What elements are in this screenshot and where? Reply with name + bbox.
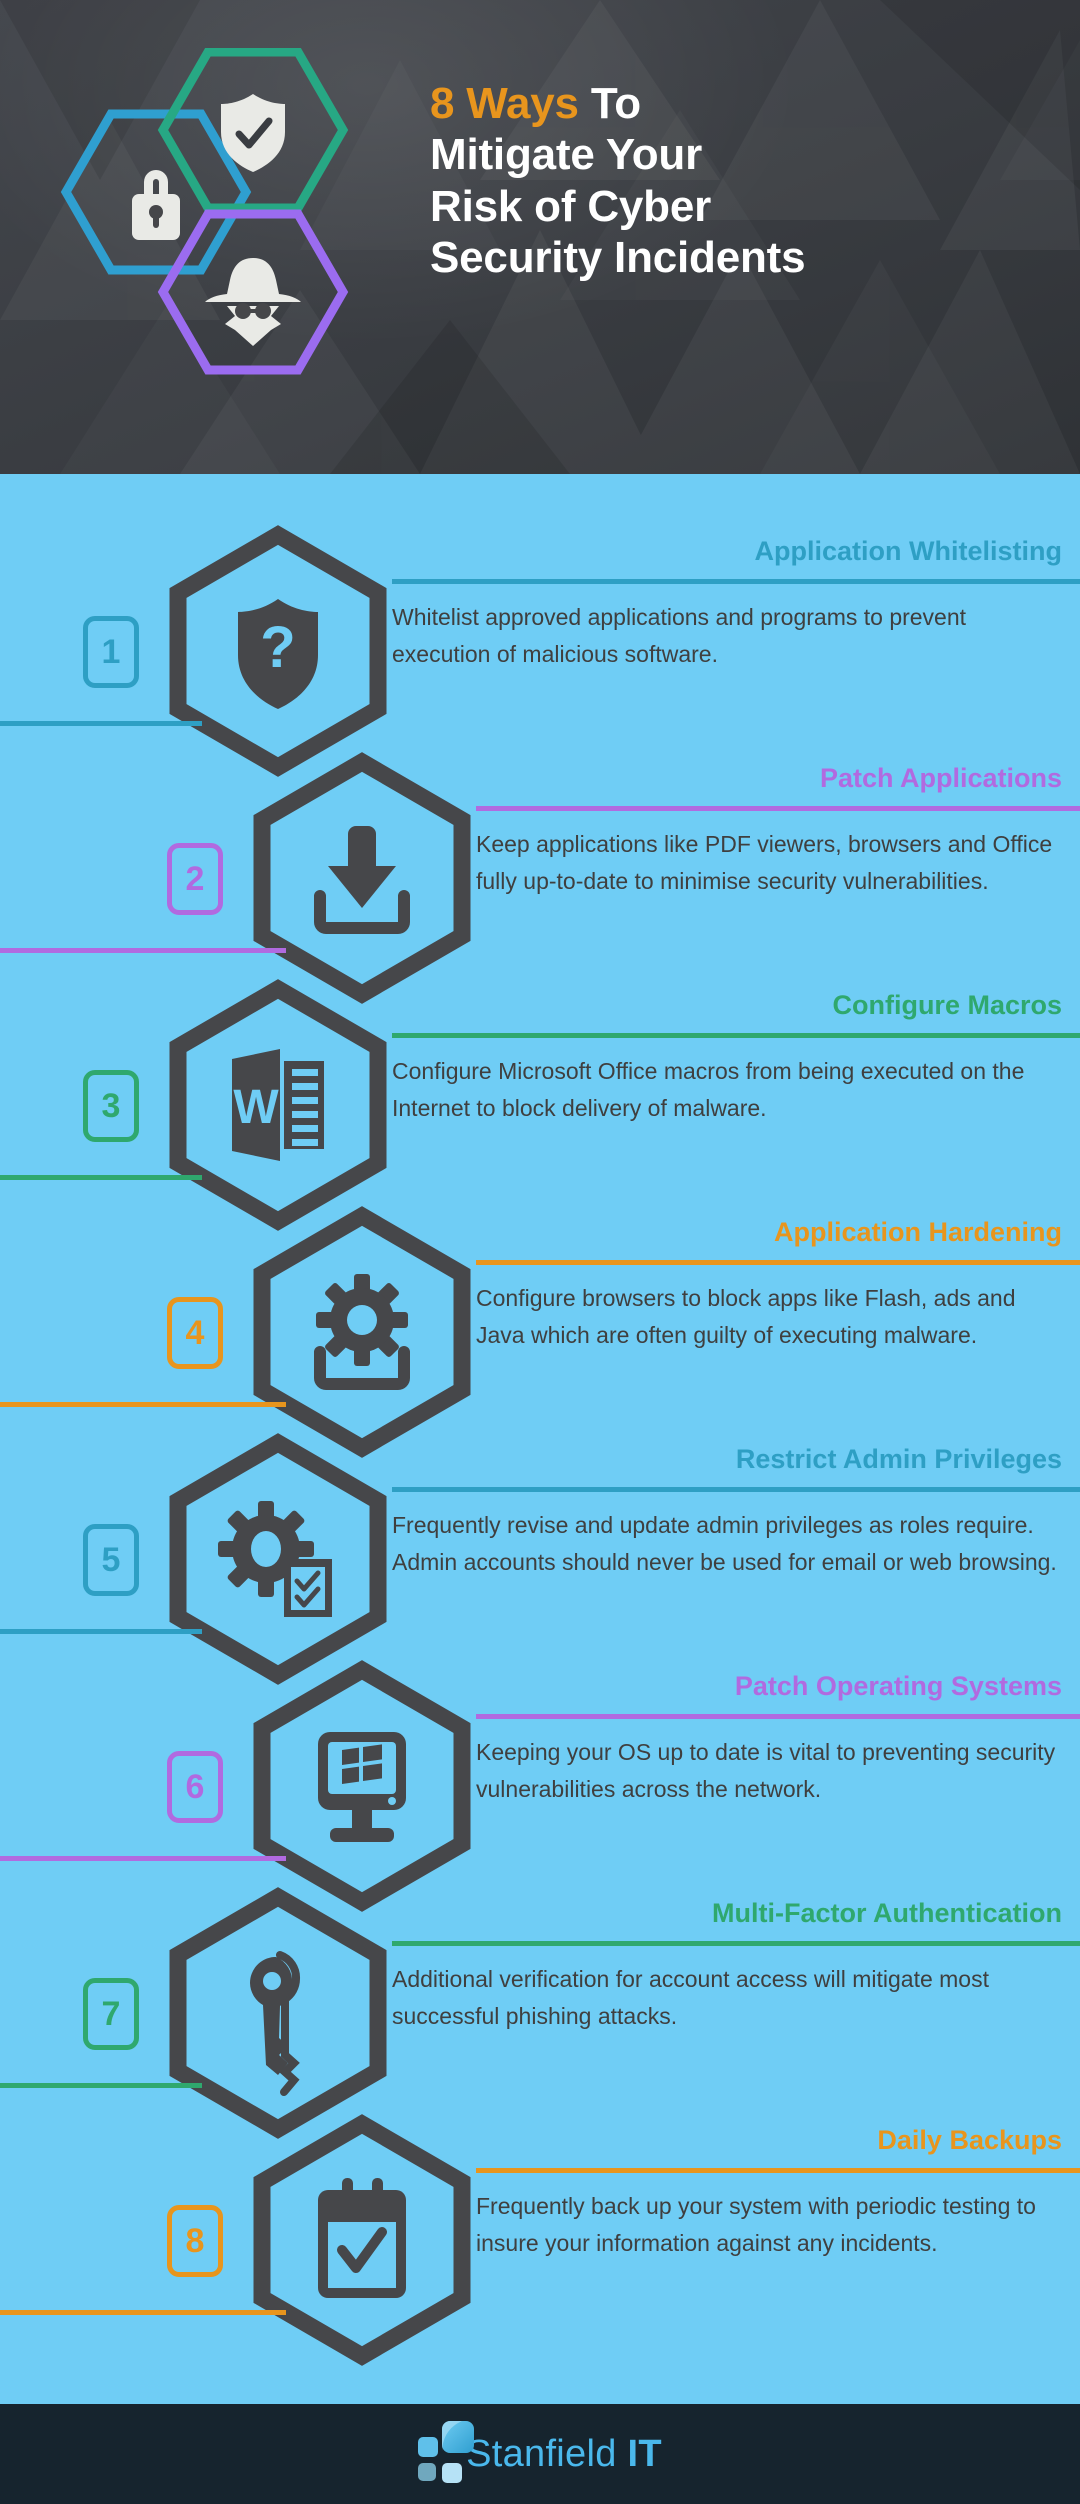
step-heading-underline xyxy=(392,579,1080,584)
step-hexagon xyxy=(253,1206,471,1458)
gear-download-icon xyxy=(314,1274,410,1390)
step-heading: Configure Macros xyxy=(832,990,1062,1020)
step-number-badge: 2 xyxy=(167,843,223,915)
hexagon-spy xyxy=(157,209,349,375)
hexagon-chain: ? W xyxy=(169,525,471,2366)
stanfield-logo-icon xyxy=(418,2421,475,2483)
step-number-badge: 5 xyxy=(83,1524,139,1596)
step-left-rule xyxy=(0,1402,286,1407)
shield-check-icon xyxy=(221,94,285,172)
step-left-rule xyxy=(0,2310,286,2315)
title-line-2: Mitigate Your xyxy=(430,130,703,180)
step-heading: Application Whitelisting xyxy=(754,536,1062,566)
title-rest: To xyxy=(578,79,641,128)
keys-icon xyxy=(249,1951,301,2096)
step-heading: Multi-Factor Authentication xyxy=(712,1898,1062,1928)
step-heading: Application Hardening xyxy=(773,1217,1062,1247)
step-left-rule xyxy=(0,948,286,953)
download-icon xyxy=(314,826,410,934)
shield-question-icon: ? xyxy=(238,599,318,709)
step-description: Frequently back up your system with peri… xyxy=(476,2193,1036,2257)
footer-bar: Stanfield IT xyxy=(0,2404,1080,2504)
brand-name-text: Stanfield xyxy=(466,2432,617,2475)
step-hexagon xyxy=(253,752,471,1004)
windows-monitor-icon xyxy=(318,1732,406,1842)
page-title: 8 Ways To Mitigate Your Risk of Cyber Se… xyxy=(430,78,1050,284)
step-number-badge: 1 xyxy=(83,616,139,688)
step-description: Keep applications like PDF viewers, brow… xyxy=(476,831,1053,895)
hexagon-shield xyxy=(157,48,349,213)
step-description: Whitelist approved applications and prog… xyxy=(392,604,967,668)
step-hexagon: W xyxy=(169,979,387,1231)
step-number-badge: 4 xyxy=(167,1297,223,1369)
step-heading-underline xyxy=(476,1714,1080,1719)
step-hexagon: ? xyxy=(169,525,387,777)
step-description: Configure browsers to block apps like Fl… xyxy=(476,1285,1016,1349)
step-number-badge: 3 xyxy=(83,1070,139,1142)
calendar-check-icon xyxy=(318,2178,406,2298)
step-heading-underline xyxy=(392,1941,1080,1946)
brand-suffix-text: IT xyxy=(627,2432,662,2475)
step-left-rule xyxy=(0,1629,202,1634)
title-accent: 8 Ways xyxy=(430,79,579,128)
hexagon-lock xyxy=(60,109,252,275)
lock-icon xyxy=(132,170,180,240)
step-left-rule xyxy=(0,1856,286,1861)
brand-logo[interactable]: Stanfield IT xyxy=(418,2417,662,2491)
step-description: Additional verification for account acce… xyxy=(392,1966,989,2030)
step-heading: Patch Operating Systems xyxy=(734,1671,1062,1701)
step-hexagon xyxy=(169,1433,387,1685)
header-banner: 8 Ways To Mitigate Your Risk of Cyber Se… xyxy=(0,0,1080,474)
header-hexagon-cluster xyxy=(60,48,390,388)
step-hexagon xyxy=(253,1660,471,1912)
svg-text:W: W xyxy=(233,1081,279,1134)
step-description: Configure Microsoft Office macros from b… xyxy=(392,1058,1025,1122)
step-heading-underline xyxy=(392,1033,1080,1038)
steps-section: ? W xyxy=(0,474,1080,2404)
step-description: Keeping your OS up to date is vital to p… xyxy=(476,1739,1056,1803)
step-heading: Patch Applications xyxy=(819,763,1062,793)
step-hexagon xyxy=(253,2114,471,2366)
step-number-badge: 7 xyxy=(83,1978,139,2050)
title-line-3: Risk of Cyber xyxy=(430,181,712,231)
step-hexagon xyxy=(169,1887,387,2139)
step-heading-underline xyxy=(476,1260,1080,1265)
step-number-badge: 8 xyxy=(167,2205,223,2277)
title-line-4: Security Incidents xyxy=(430,233,806,283)
step-heading-underline xyxy=(476,2168,1080,2173)
step-left-rule xyxy=(0,1175,202,1180)
step-description: Frequently revise and update admin privi… xyxy=(392,1512,1057,1576)
svg-text:?: ? xyxy=(260,615,295,680)
word-document-icon: W xyxy=(232,1049,324,1161)
step-heading: Restrict Admin Privileges xyxy=(735,1444,1062,1474)
step-heading: Daily Backups xyxy=(877,2125,1062,2155)
step-heading-underline xyxy=(476,806,1080,811)
gear-checklist-icon xyxy=(218,1501,332,1617)
step-left-rule xyxy=(0,721,202,726)
brand-name: Stanfield IT xyxy=(466,2433,662,2476)
step-left-rule xyxy=(0,2083,202,2088)
spy-incognito-icon xyxy=(205,258,301,346)
step-number-badge: 6 xyxy=(167,1751,223,1823)
step-heading-underline xyxy=(392,1487,1080,1492)
